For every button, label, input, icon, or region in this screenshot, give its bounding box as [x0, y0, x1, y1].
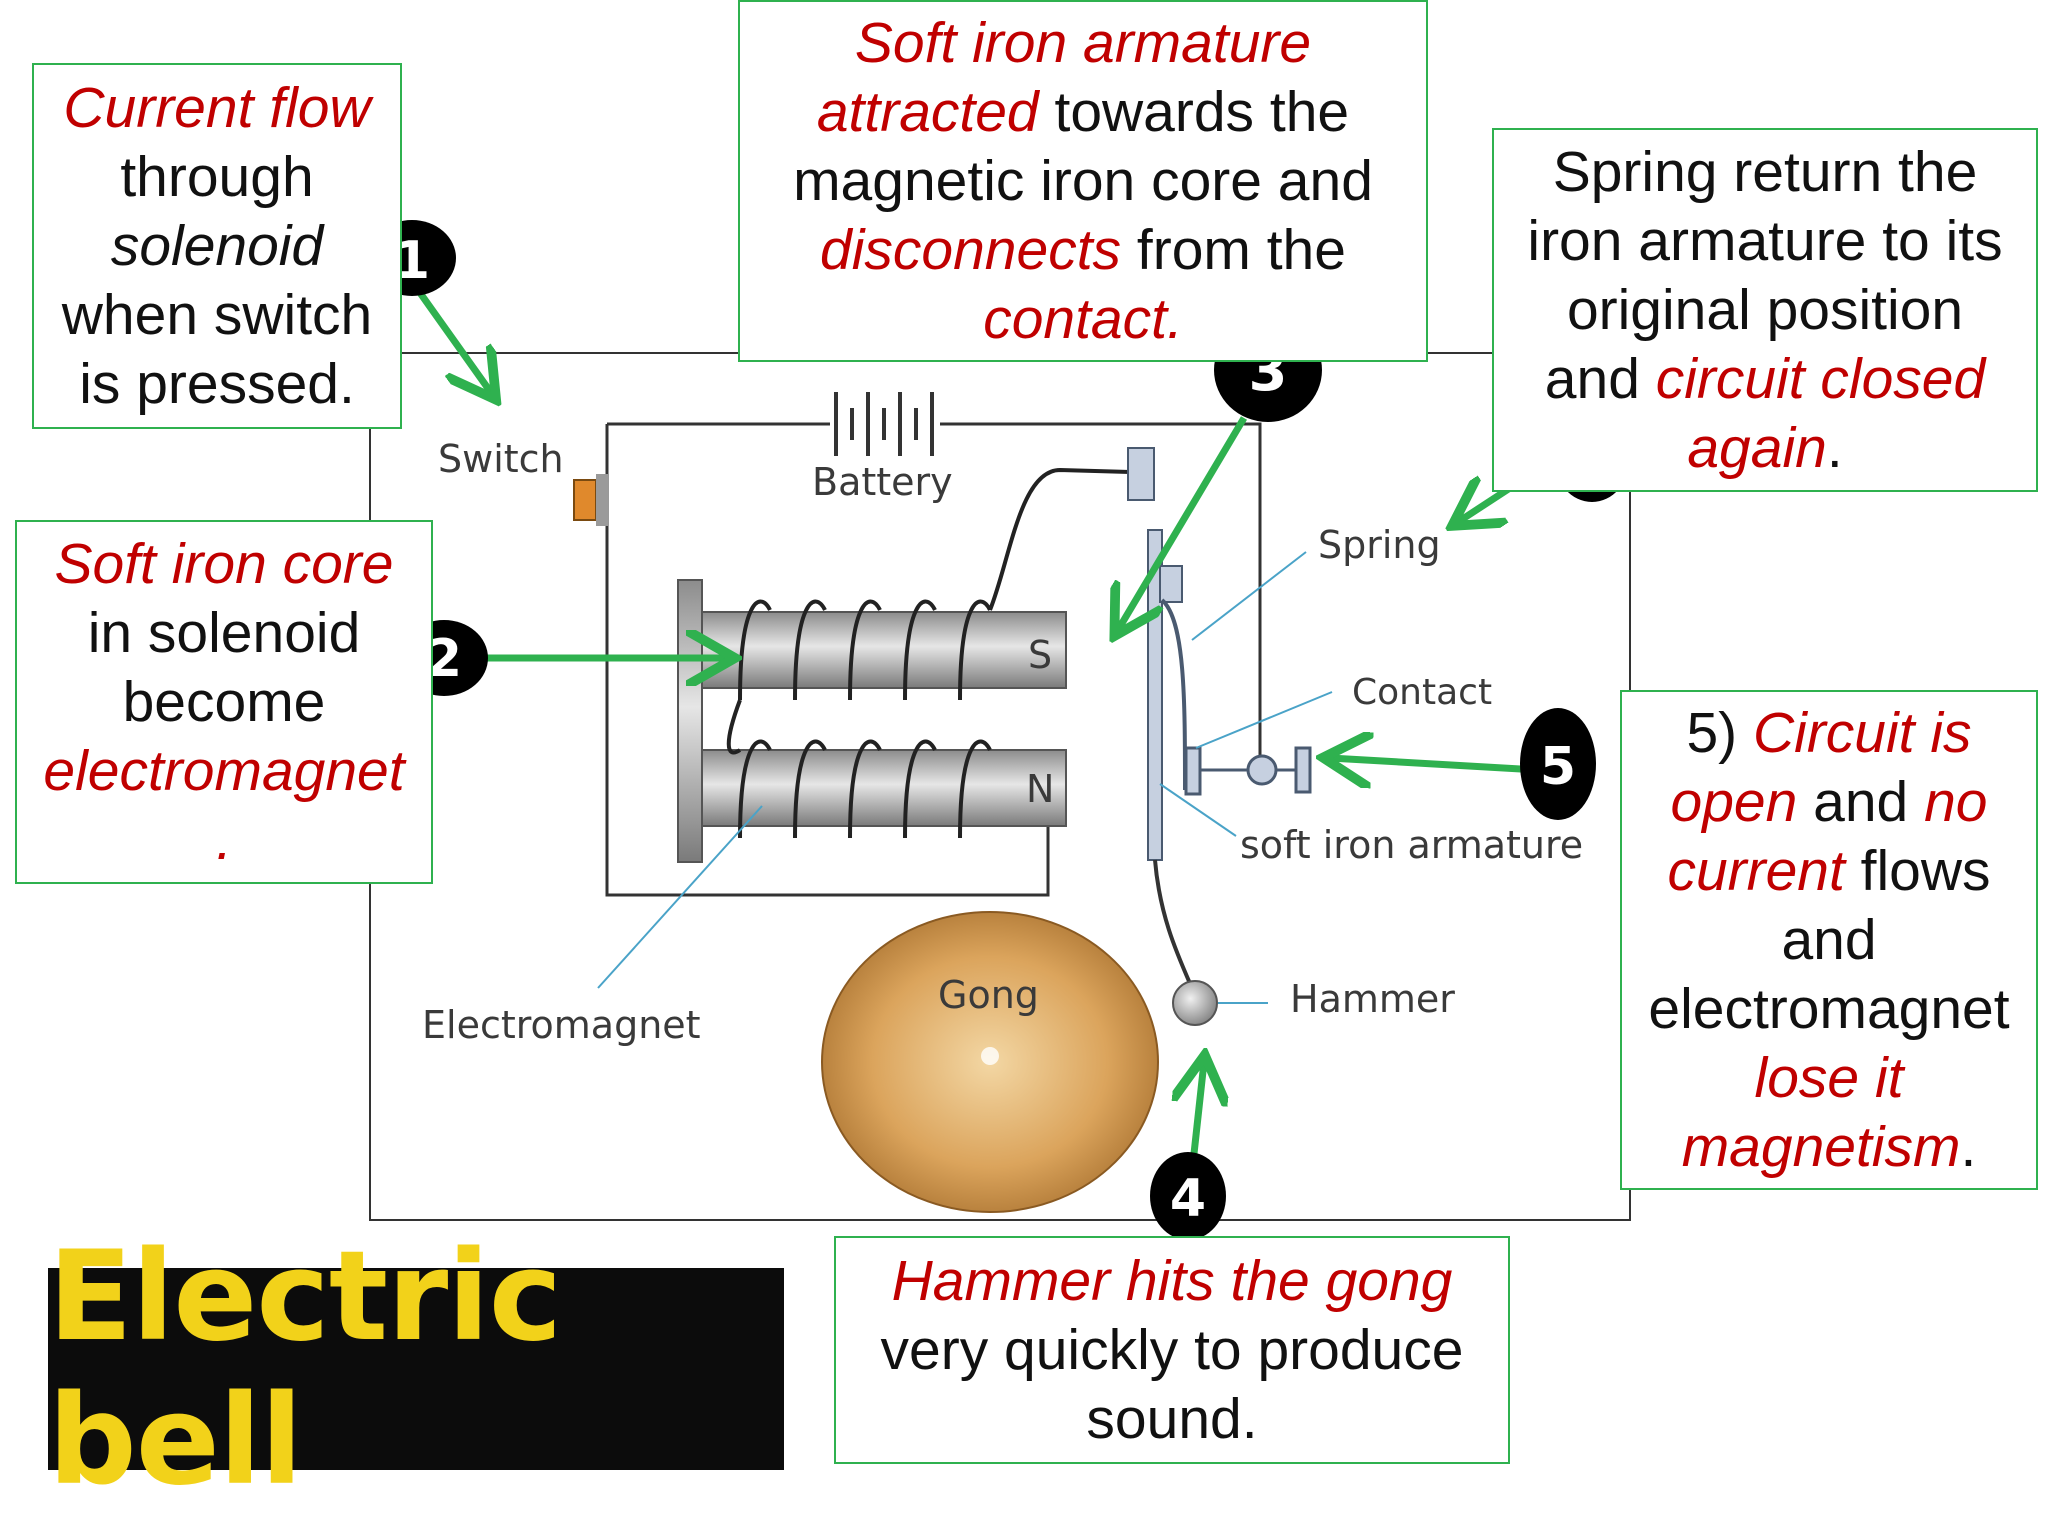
step-3-text-c: towards the: [1038, 79, 1350, 144]
spring-leader: [1191, 551, 1307, 641]
step-5-highlight-i: lose it: [1754, 1045, 1904, 1110]
step-2-line-3: become: [122, 669, 326, 734]
step-4-highlight: Hammer hits the gong: [891, 1248, 1453, 1313]
step-2-period: .: [216, 807, 232, 872]
switch-label: Switch: [438, 437, 564, 481]
step-5-text-k: .: [1960, 1114, 1977, 1179]
step-5-highlight-a: Circuit is: [1753, 700, 1972, 765]
step-5-highlight-e: current: [1667, 838, 1845, 903]
step-6-line-1: Spring return the: [1552, 139, 1978, 204]
step-2-callout: Soft iron core in solenoid become electr…: [15, 520, 433, 884]
battery-icon: [834, 392, 934, 456]
step-6-text-d: and: [1544, 346, 1656, 411]
circuit-wire-top: [607, 422, 1262, 765]
step-3-text-d: magnetic iron core and: [793, 148, 1373, 213]
step-5-callout: 5) Circuit is open and no current flows …: [1620, 690, 2038, 1190]
contact-label: Contact: [1352, 672, 1492, 713]
electromagnet-leader: [597, 805, 763, 989]
step-5-text-h: electromagnet: [1648, 976, 2010, 1041]
step-5-text-g: and: [1781, 907, 1877, 972]
title-banner: Electric bell: [48, 1225, 784, 1513]
electromagnet-yoke: [677, 579, 703, 863]
step-1-line-5: is pressed.: [79, 351, 355, 416]
step-2-electromagnet: electromagnet: [43, 738, 405, 803]
step-1-line-4: when switch: [61, 282, 373, 347]
step-5-highlight-b: open: [1670, 769, 1798, 834]
step-5-highlight-j: magnetism: [1681, 1114, 1961, 1179]
electromagnet-core-s: [701, 611, 1067, 689]
spring-clamp: [1159, 565, 1183, 603]
spring-label: Spring: [1318, 523, 1441, 567]
step-5-number: 5: [1540, 737, 1576, 797]
step-3-text-f: from the: [1121, 217, 1346, 282]
step-5-badge: [1520, 708, 1596, 820]
hammer-ball: [1172, 980, 1218, 1026]
hammer-label: Hammer: [1290, 977, 1455, 1021]
step-1-callout: Current flow through solenoid when switc…: [32, 63, 402, 429]
solenoid-coil: [726, 467, 1131, 839]
armature-clamp: [1127, 447, 1155, 501]
switch-base: [596, 474, 608, 526]
step-5-highlight-d: no: [1924, 769, 1988, 834]
step-6-highlight-e: circuit closed: [1655, 346, 1986, 411]
pole-s-label: S: [1028, 633, 1052, 677]
step-6-line-2: iron armature to its: [1527, 208, 2003, 273]
step-6-callout: Spring return the iron armature to its o…: [1492, 128, 2038, 492]
spring-strip: [1160, 598, 1187, 791]
step-2-highlight: Soft iron core: [54, 531, 394, 596]
step-4-callout: Hammer hits the gong very quickly to pro…: [834, 1236, 1510, 1464]
armature-label: soft iron armature: [1240, 823, 1583, 867]
electromagnet-label: Electromagnet: [422, 1003, 701, 1047]
step-5-text-c: and: [1797, 769, 1925, 834]
step-3-highlight-g: contact.: [983, 286, 1183, 351]
battery-label: Battery: [812, 460, 953, 504]
armature-leader: [1159, 783, 1237, 837]
page-title: Electric bell: [48, 1225, 562, 1513]
gong-label: Gong: [938, 973, 1039, 1017]
hammer-arm: [1153, 859, 1197, 996]
step-4-badge: [1150, 1152, 1226, 1240]
gong-center: [981, 1047, 999, 1065]
step-1-highlight: Current flow: [63, 75, 371, 140]
pole-n-label: N: [1026, 767, 1054, 811]
electromagnet-core-n: [701, 749, 1067, 827]
step-6-highlight-f: again: [1687, 415, 1827, 480]
step-4-line-3: sound.: [1086, 1386, 1258, 1451]
step-3-highlight-b: attracted: [816, 79, 1039, 144]
step-4-line-2: very quickly to produce: [880, 1317, 1464, 1382]
contact-leader: [1195, 691, 1333, 749]
step-1-line-2: through: [120, 144, 314, 209]
step-3-highlight-a: Soft iron armature: [854, 10, 1312, 75]
step-3-callout: Soft iron armature attracted towards the…: [738, 0, 1428, 362]
contact-screw: [1184, 746, 1312, 796]
step-1-solenoid: solenoid: [110, 213, 324, 278]
step-2-line-2: in solenoid: [87, 600, 361, 665]
step-6-line-3: original position: [1566, 277, 1964, 342]
step-5-text-f: flows: [1844, 838, 1991, 903]
step-6-text-g: .: [1826, 415, 1843, 480]
switch-button: [573, 479, 597, 521]
step-4-number: 4: [1170, 1169, 1206, 1229]
step-3-highlight-e: disconnects: [820, 217, 1122, 282]
step-5-prefix: 5): [1686, 700, 1753, 765]
